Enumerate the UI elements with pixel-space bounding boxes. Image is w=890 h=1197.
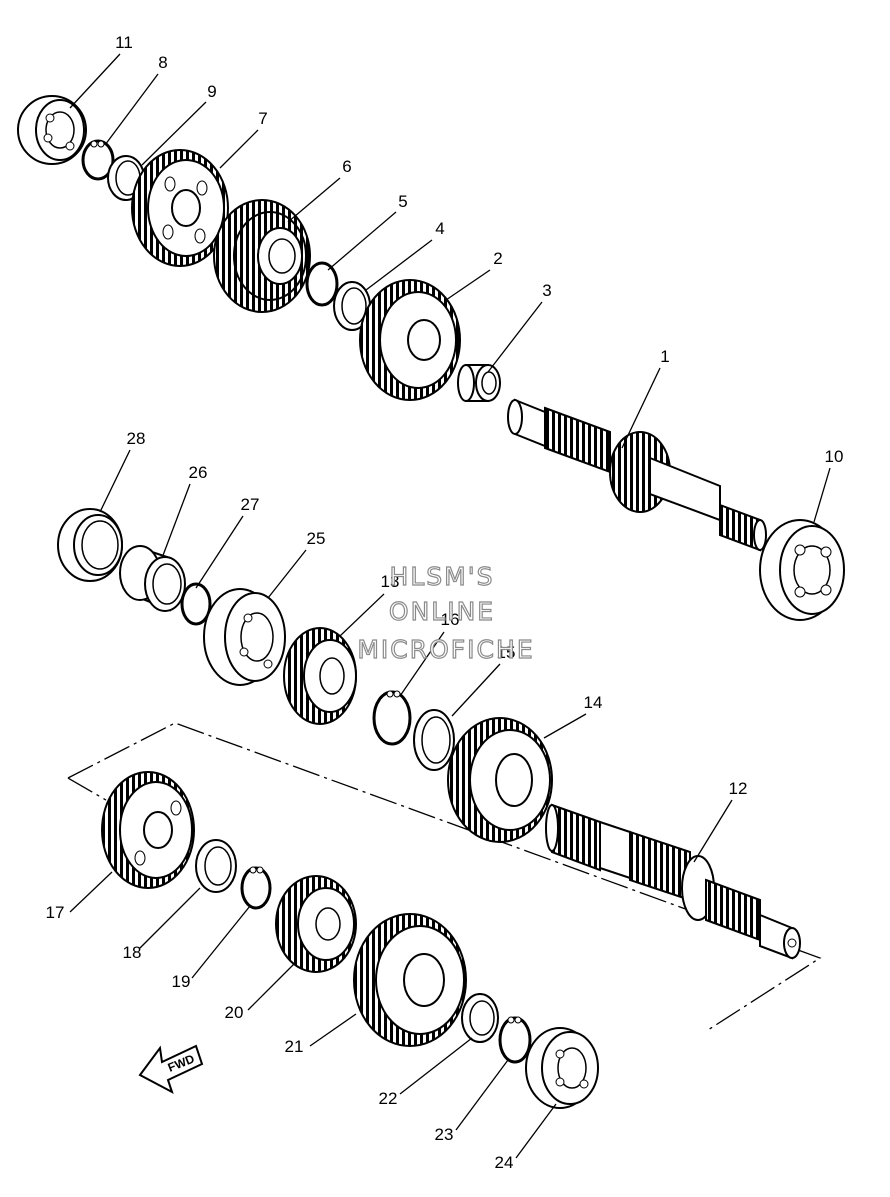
leader-line-8 bbox=[104, 73, 159, 146]
collar-26 bbox=[119, 545, 186, 612]
oil-seal-28 bbox=[57, 508, 123, 582]
bearing-25 bbox=[203, 588, 286, 686]
callout-number-1: 1 bbox=[660, 347, 669, 366]
watermark-line-3: MICROFICHE bbox=[357, 635, 534, 664]
callout-number-15: 15 bbox=[497, 643, 516, 662]
leader-line-25 bbox=[267, 549, 307, 599]
callout-number-27: 27 bbox=[241, 495, 260, 514]
callout-number-8: 8 bbox=[158, 53, 167, 72]
leader-line-18 bbox=[139, 887, 201, 949]
drive-axle-12 bbox=[545, 803, 801, 960]
leader-line-6 bbox=[287, 177, 341, 223]
washer-15 bbox=[413, 709, 455, 771]
leader-line-23 bbox=[455, 1059, 509, 1131]
leader-line-1 bbox=[621, 367, 661, 449]
watermark-line-1: HLSM'S bbox=[390, 562, 495, 591]
leader-line-12 bbox=[693, 799, 733, 863]
washer-18 bbox=[195, 839, 237, 893]
callout-number-22: 22 bbox=[379, 1089, 398, 1108]
callout-number-21: 21 bbox=[285, 1037, 304, 1056]
leader-line-22 bbox=[399, 1037, 473, 1095]
callout-number-19: 19 bbox=[172, 972, 191, 991]
gear-7 bbox=[131, 149, 229, 267]
leader-line-16 bbox=[399, 631, 445, 697]
leader-line-24 bbox=[515, 1103, 557, 1159]
callout-number-14: 14 bbox=[584, 693, 603, 712]
callout-number-2: 2 bbox=[493, 249, 502, 268]
gear-13 bbox=[283, 627, 357, 725]
leader-line-26 bbox=[161, 483, 191, 559]
callout-number-7: 7 bbox=[258, 109, 267, 128]
callout-number-18: 18 bbox=[123, 943, 142, 962]
callout-number-5: 5 bbox=[398, 192, 407, 211]
washer-22 bbox=[461, 993, 499, 1043]
leader-lines bbox=[69, 53, 831, 1159]
callout-number-9: 9 bbox=[207, 82, 216, 101]
leader-line-9 bbox=[141, 101, 207, 166]
gear-20 bbox=[275, 875, 357, 973]
watermark: HLSM'S ONLINE MICROFICHE bbox=[357, 561, 534, 664]
watermark-line-2: ONLINE bbox=[389, 597, 495, 626]
callout-number-25: 25 bbox=[307, 529, 326, 548]
callout-number-20: 20 bbox=[225, 1003, 244, 1022]
callout-number-10: 10 bbox=[825, 447, 844, 466]
leader-line-11 bbox=[69, 53, 121, 109]
leader-line-27 bbox=[195, 515, 244, 589]
leader-line-14 bbox=[543, 713, 587, 739]
leader-line-2 bbox=[445, 269, 491, 301]
callout-number-16: 16 bbox=[441, 610, 460, 629]
leader-line-17 bbox=[69, 871, 113, 913]
leader-line-10 bbox=[813, 467, 831, 523]
leader-line-7 bbox=[219, 129, 259, 169]
circlip-16 bbox=[372, 690, 412, 746]
leader-line-20 bbox=[247, 961, 297, 1011]
leader-line-4 bbox=[365, 239, 433, 291]
callout-number-4: 4 bbox=[435, 219, 444, 238]
washer-4 bbox=[333, 281, 371, 331]
circlip-19 bbox=[240, 866, 272, 910]
main-axle-1 bbox=[507, 398, 767, 552]
callout-number-24: 24 bbox=[495, 1153, 514, 1172]
circlip-5 bbox=[305, 261, 339, 307]
leader-line-15 bbox=[451, 663, 501, 717]
callout-number-3: 3 bbox=[542, 281, 551, 300]
gear-17 bbox=[101, 771, 195, 889]
leader-line-3 bbox=[487, 301, 543, 373]
callout-number-17: 17 bbox=[46, 903, 65, 922]
o-ring-27 bbox=[180, 582, 212, 626]
leader-line-21 bbox=[309, 1013, 357, 1047]
bearing-10 bbox=[759, 519, 845, 621]
callout-number-13: 13 bbox=[381, 572, 400, 591]
leader-line-5 bbox=[327, 211, 397, 271]
leader-line-13 bbox=[339, 593, 385, 637]
circlip-23 bbox=[498, 1016, 532, 1064]
group-boundary-line bbox=[67, 777, 107, 801]
collar-3 bbox=[457, 364, 501, 402]
leader-line-28 bbox=[99, 449, 131, 513]
gear-21 bbox=[353, 913, 467, 1047]
forward-arrow-icon: FWD bbox=[138, 1044, 204, 1095]
callout-number-6: 6 bbox=[342, 157, 351, 176]
callout-number-28: 28 bbox=[127, 429, 146, 448]
bearing-11 bbox=[17, 95, 87, 165]
gear-14 bbox=[447, 717, 553, 843]
callout-number-23: 23 bbox=[435, 1125, 454, 1144]
callout-number-26: 26 bbox=[189, 463, 208, 482]
callout-labels: 1234567891011121314151617181920212223242… bbox=[46, 33, 844, 1172]
callout-number-11: 11 bbox=[115, 33, 133, 52]
circlip-8 bbox=[81, 139, 115, 181]
callout-number-12: 12 bbox=[729, 779, 748, 798]
gear-2 bbox=[359, 279, 461, 401]
leader-line-19 bbox=[191, 905, 251, 979]
bearing-24 bbox=[525, 1027, 599, 1109]
gear-6 bbox=[213, 199, 311, 313]
